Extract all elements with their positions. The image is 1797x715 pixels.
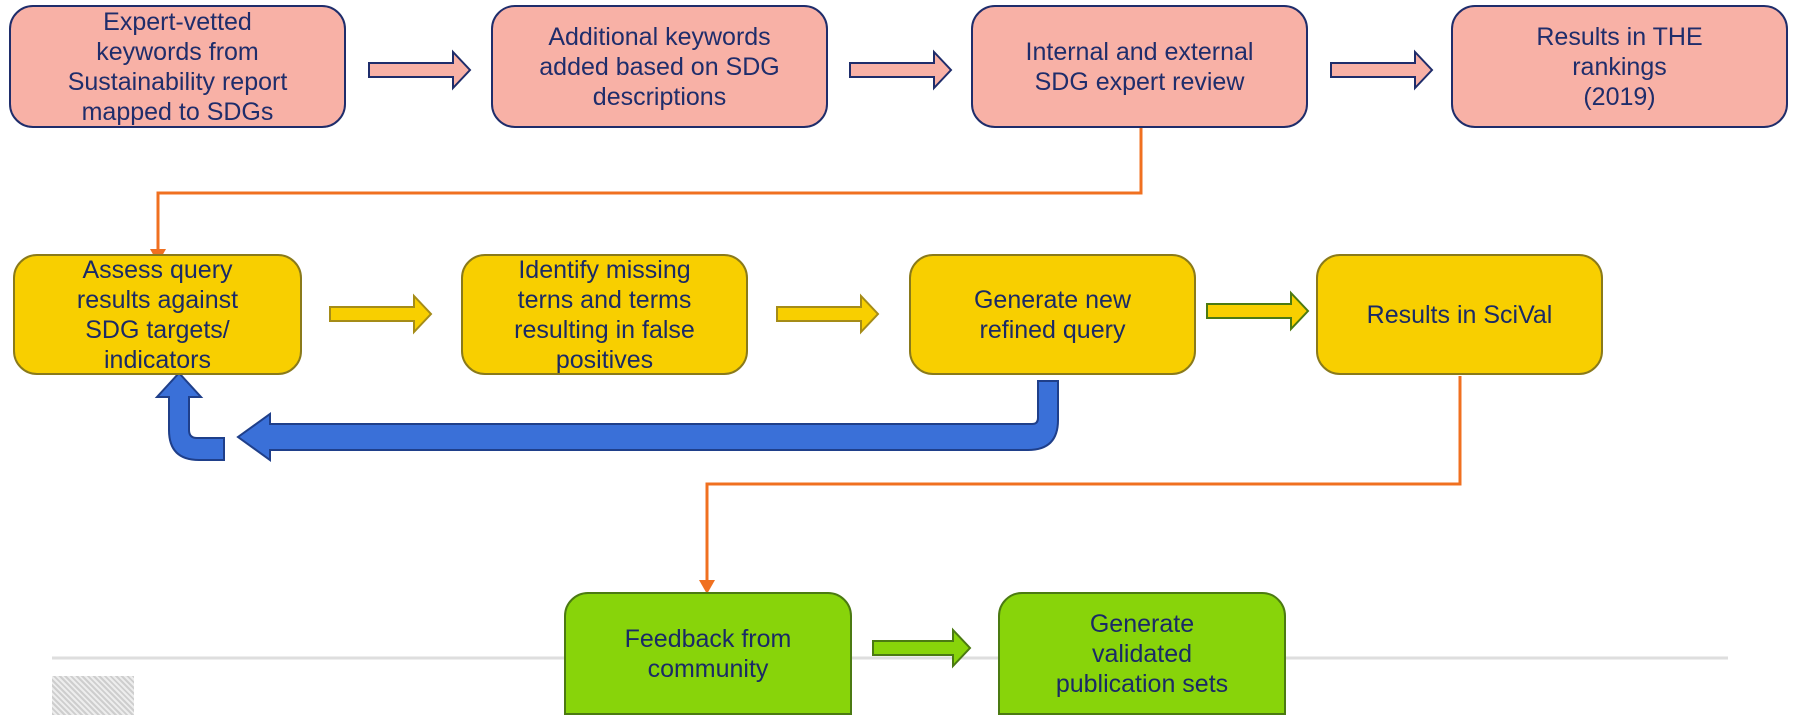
node-results-in-scival: Results in SciVal: [1316, 254, 1603, 375]
connector-scival-to-feedback: [705, 376, 1462, 580]
arrow-row2-1: [329, 293, 433, 335]
arrow-row1-2: [849, 49, 953, 91]
node-results-the-rankings: Results in THE rankings (2019): [1451, 5, 1788, 128]
arrow-row2-2: [776, 293, 880, 335]
node-expert-vetted-keywords: Expert-vetted keywords from Sustainabili…: [9, 5, 346, 128]
feedback-loop-arrow: [236, 380, 1059, 462]
feedback-loop-return-arrow: [154, 371, 225, 461]
connector-scival-to-feedback-head: [699, 580, 715, 594]
arrow-row3-1: [872, 627, 972, 669]
node-assess-query-results: Assess query results against SDG targets…: [13, 254, 302, 375]
node-additional-keywords: Additional keywords added based on SDG d…: [491, 5, 828, 128]
node-identify-missing-terms: Identify missing terns and terms resulti…: [461, 254, 748, 375]
arrow-row2-3: [1206, 290, 1310, 332]
node-expert-review: Internal and external SDG expert review: [971, 5, 1308, 128]
node-feedback-from-community: Feedback from community: [564, 592, 852, 715]
arrow-row1-3: [1330, 49, 1434, 91]
connector-review-to-assess: [156, 128, 1143, 250]
node-generate-refined-query: Generate new refined query: [909, 254, 1196, 375]
node-generate-validated-sets: Generate validated publication sets: [998, 592, 1286, 715]
arrow-row1-1: [368, 49, 472, 91]
tree-logo-icon: [52, 676, 134, 715]
